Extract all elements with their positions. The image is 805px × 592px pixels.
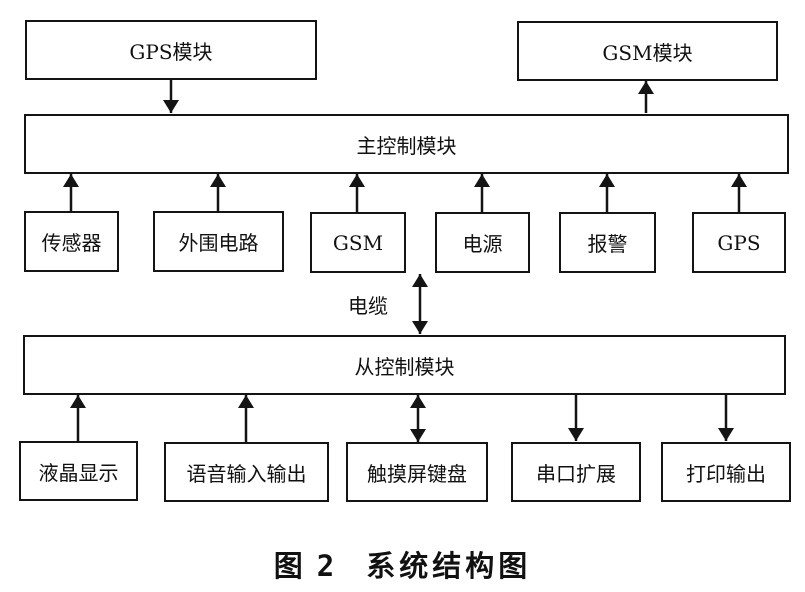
gps-input-label: GPS bbox=[717, 230, 761, 255]
slave-controller-label: 从控制模块 bbox=[354, 354, 455, 379]
power-box: 电源 bbox=[435, 212, 530, 273]
arrow-cable-head-up bbox=[412, 274, 428, 287]
sensor-box: 传感器 bbox=[24, 211, 119, 272]
gps-input-box: GPS bbox=[692, 212, 786, 273]
arrow-main-to-gsm-head-up bbox=[638, 81, 654, 94]
main-controller-label: 主控制模块 bbox=[356, 133, 457, 158]
arrow-power-head-up bbox=[474, 174, 490, 187]
main-controller-box: 主控制模块 bbox=[24, 114, 789, 174]
gps-module-box: GPS模块 bbox=[25, 20, 317, 80]
peripheral-circuit-box: 外围电路 bbox=[153, 211, 284, 272]
serial-expansion-label: 串口扩展 bbox=[536, 461, 616, 486]
arrow-gps-input-head-up bbox=[731, 174, 747, 187]
arrow-print-head-down bbox=[718, 428, 734, 441]
gsm-module-box: GSM模块 bbox=[517, 21, 778, 81]
print-output-box: 打印输出 bbox=[661, 442, 791, 502]
gsm-input-label: GSM bbox=[332, 230, 384, 255]
arrow-touchscreen-head-up bbox=[410, 395, 426, 408]
arrow-gsm-input-head-up bbox=[349, 174, 365, 187]
gps-module-label: GPS模块 bbox=[129, 39, 213, 64]
print-output-label: 打印输出 bbox=[686, 461, 766, 486]
gsm-module-label: GSM模块 bbox=[602, 40, 693, 65]
arrow-gps-to-main-head-down bbox=[163, 100, 179, 113]
alarm-label: 报警 bbox=[587, 232, 628, 256]
gsm-input-box: GSM bbox=[310, 212, 406, 273]
alarm-box: 报警 bbox=[559, 212, 656, 273]
lcd-display-box: 液晶显示 bbox=[19, 441, 138, 501]
arrow-touchscreen-head-down bbox=[410, 429, 426, 442]
slave-controller-box: 从控制模块 bbox=[23, 335, 786, 395]
arrow-lcd-head-up bbox=[70, 395, 86, 408]
arrow-peripheral-head-up bbox=[210, 174, 226, 187]
arrow-voice-head-up bbox=[238, 395, 254, 408]
sensor-label: 传感器 bbox=[41, 231, 102, 255]
figure-title: 系统结构图 bbox=[366, 549, 532, 583]
arrow-sensor-head-up bbox=[63, 174, 79, 187]
power-label: 电源 bbox=[462, 232, 503, 256]
voice-io-box: 语音输入输出 bbox=[164, 442, 329, 502]
cable-label: 电缆 bbox=[348, 294, 388, 318]
lcd-display-label: 液晶显示 bbox=[38, 460, 119, 485]
arrow-alarm-head-up bbox=[599, 174, 615, 187]
arrow-serial-head-down bbox=[568, 428, 584, 441]
arrow-cable-head-down bbox=[412, 321, 428, 334]
serial-expansion-box: 串口扩展 bbox=[511, 442, 641, 502]
voice-io-label: 语音输入输出 bbox=[186, 461, 307, 486]
touchscreen-keypad-label: 触摸屏键盘 bbox=[367, 461, 467, 486]
touchscreen-keypad-box: 触摸屏键盘 bbox=[346, 442, 488, 502]
peripheral-circuit-label: 外围电路 bbox=[178, 231, 259, 255]
figure-number: 2 bbox=[316, 549, 339, 583]
figure-label: 图 bbox=[273, 549, 307, 583]
